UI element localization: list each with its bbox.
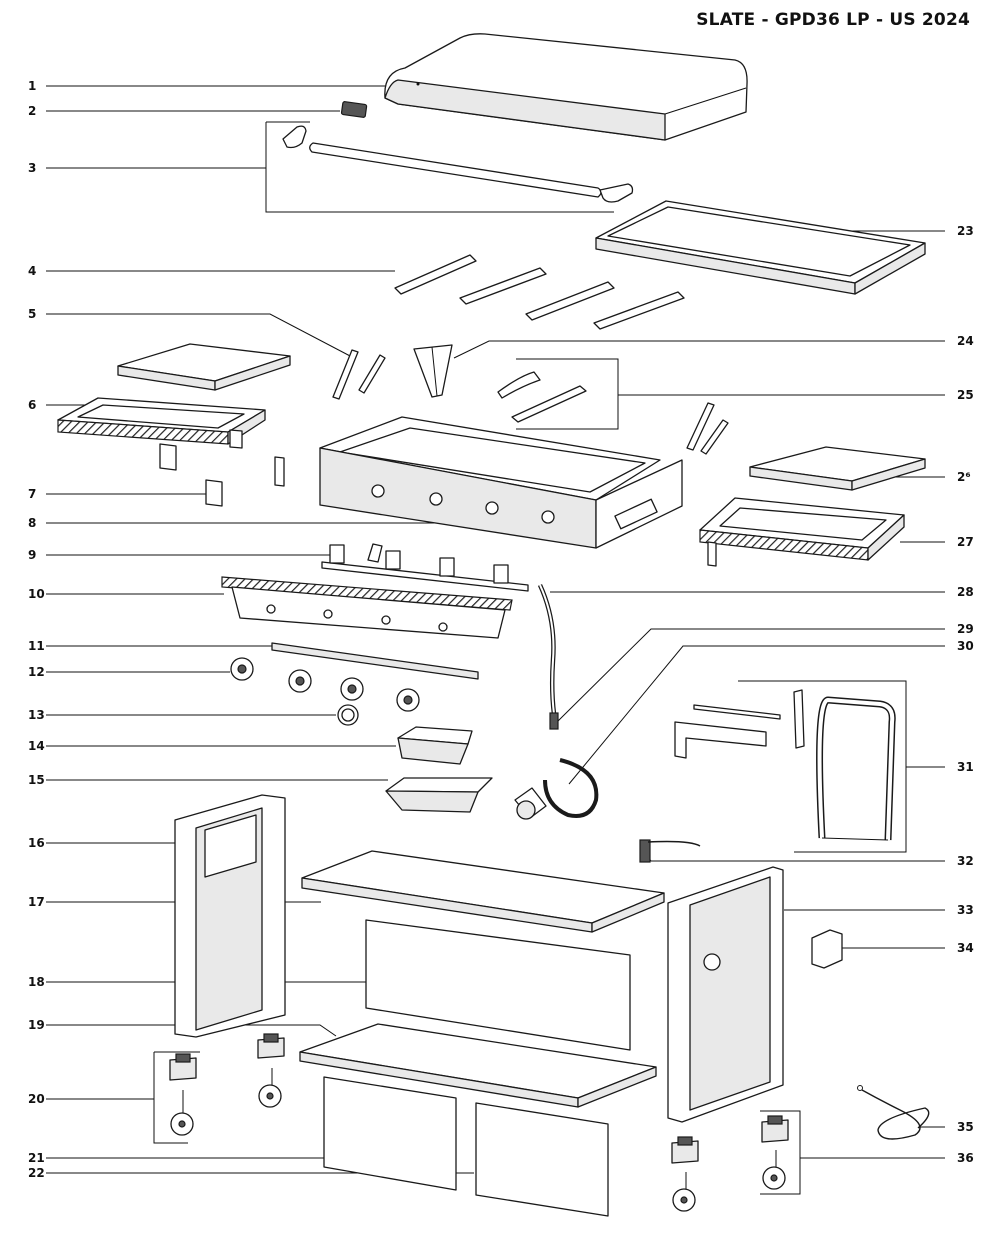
part-1-lid <box>384 33 748 141</box>
part-10-control-panel <box>221 576 513 639</box>
part-7-shelf-brackets <box>205 456 285 507</box>
part-14-grease-tray <box>397 726 473 765</box>
part-35-retaining-wire <box>857 1085 930 1140</box>
part-3-hinge-rod <box>282 125 634 203</box>
callout-label-21: 21 <box>28 1151 45 1165</box>
callout-label-14: 14 <box>28 739 45 753</box>
callout-label-4: 4 <box>28 264 37 278</box>
callout-label-8: 8 <box>28 516 37 530</box>
part-13-bezel-ring <box>337 704 359 726</box>
part-33-right-cart-panel <box>667 866 784 1123</box>
part-11-trim-strip <box>271 642 479 680</box>
part-36-casters <box>671 1115 789 1212</box>
diagram-title: SLATE - GPD36 LP - US 2024 <box>696 10 970 30</box>
callout-label-32: 32 <box>957 854 974 868</box>
callout-label-29: 29 <box>957 622 974 636</box>
callout-label-5: 5 <box>28 307 37 321</box>
part-2-logo-badge <box>340 101 368 118</box>
callout-label-30: 30 <box>957 639 974 653</box>
callout-label-20: 20 <box>28 1092 45 1106</box>
callout-label-23: 23 <box>957 224 974 238</box>
part-24-grease-funnel <box>413 344 453 398</box>
part-19-bottom-cart-shelf <box>299 1023 657 1108</box>
callout-label-15: 15 <box>28 773 45 787</box>
part-8-firebox <box>319 416 683 549</box>
part-9-gas-manifold-valves <box>321 543 529 592</box>
callout-label-16: 16 <box>28 836 45 850</box>
part-16-left-cart-frame <box>174 794 286 1038</box>
part-21-left-door <box>323 1076 457 1191</box>
part-31-towel-rack <box>674 689 896 841</box>
callout-label-1: 1 <box>28 79 37 93</box>
callout-label-11: 11 <box>28 639 45 653</box>
callout-label-3: 3 <box>28 161 37 175</box>
part-15-drip-pan <box>385 777 493 813</box>
part-26-right-side-shelf <box>749 446 926 491</box>
part-29-hose-fitting <box>549 712 559 730</box>
callout-label-22: 22 <box>28 1166 45 1180</box>
part-30-regulator-hose <box>514 758 599 820</box>
callout-label-19: 19 <box>28 1018 45 1032</box>
callout-label-10: 10 <box>28 587 45 601</box>
callout-label-13: 13 <box>28 708 45 722</box>
callout-label-25: 25 <box>957 388 974 402</box>
callout-label-27: 27 <box>957 535 974 549</box>
callout-label-9: 9 <box>28 548 37 562</box>
part-5-support-rods <box>332 349 386 400</box>
part-32-igniter-wire <box>639 839 701 863</box>
part-22-right-door <box>475 1102 609 1217</box>
part-18-back-panel <box>365 919 631 1051</box>
part-4-burner-tubes <box>394 254 685 330</box>
part-20-casters <box>169 1033 285 1136</box>
part-25-brackets <box>497 371 587 423</box>
callout-label-6: 6 <box>28 398 37 412</box>
callout-label-24: 24 <box>957 334 974 348</box>
part-34-tank-clip <box>811 929 843 969</box>
callout-label-34: 34 <box>957 941 974 955</box>
callout-label-35: 35 <box>957 1120 974 1134</box>
callout-label-17: 17 <box>28 895 45 909</box>
part-6-left-side-shelf <box>117 343 291 391</box>
callout-label-28: 28 <box>957 585 974 599</box>
callout-label-31: 31 <box>957 760 974 774</box>
part-12-control-knobs <box>230 657 420 712</box>
part-27-right-shelf-frame <box>699 497 905 567</box>
callout-label-12: 12 <box>28 665 45 679</box>
part-6-left-shelf-frame <box>57 397 266 471</box>
callout-label-7: 7 <box>28 487 37 501</box>
callout-label-36: 36 <box>957 1151 974 1165</box>
part-23-griddle-top <box>595 200 926 295</box>
callout-label-2: 2 <box>28 104 37 118</box>
callout-label-33: 33 <box>957 903 974 917</box>
callout-label-18: 18 <box>28 975 45 989</box>
part-28-gas-hose <box>537 584 557 715</box>
callout-label-26: 2⁶ <box>957 470 971 484</box>
part-right-support-rods <box>686 402 729 455</box>
part-17-upper-cart-shelf <box>301 850 665 933</box>
